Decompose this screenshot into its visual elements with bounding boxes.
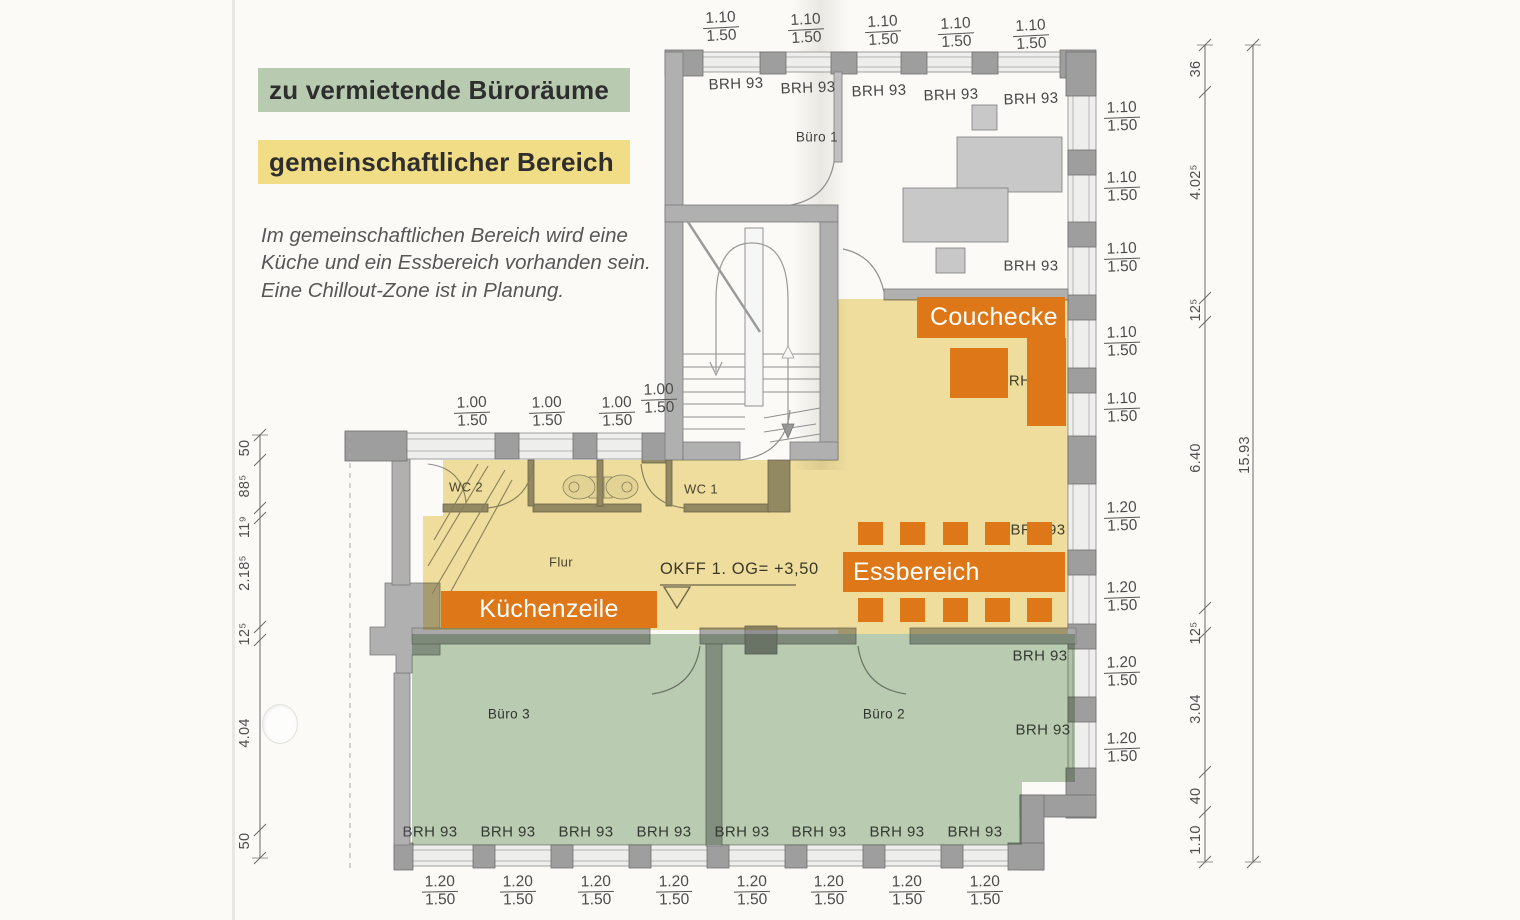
dim-left: 50 [237, 439, 253, 457]
dim-right: 3.04 [1188, 694, 1204, 724]
dim-left: 11⁹ [237, 515, 253, 539]
legend-offices: zu vermietende Büroräume [258, 68, 630, 112]
kitchen-area-tag: Küchenzeile [441, 591, 657, 628]
office-tint-buero2-lower [710, 782, 1022, 845]
office-tint-buero3 [412, 634, 710, 845]
dining-chair [985, 598, 1010, 622]
note-line: Küche und ein Essbereich vorhanden sein. [261, 251, 651, 275]
office-tint-buero2-upper [710, 634, 1075, 782]
dim-left: 2.18⁵ [237, 555, 253, 591]
dim-right-total: 15.93 [1237, 436, 1253, 474]
dining-chair [1027, 598, 1052, 622]
legend-note: Im gemeinschaftlichen Bereich wird eine … [261, 222, 661, 304]
note-line: Im gemeinschaftlichen Bereich wird eine [261, 224, 628, 247]
dining-chair [943, 522, 968, 545]
room-label-buero1: Büro 1 [795, 129, 839, 145]
dining-chair [900, 522, 925, 545]
dim-left: 50 [237, 832, 253, 850]
dim-right: 12⁵ [1188, 298, 1204, 322]
dim-left: 88⁵ [237, 474, 253, 498]
dining-chair [858, 598, 883, 622]
dim-right: 1.10 [1188, 825, 1204, 855]
legend-offices-label: zu vermietende Büroräume [269, 74, 610, 105]
dim-right: 12⁵ [1188, 621, 1204, 645]
dim-right: 40 [1188, 787, 1204, 805]
coffee-table [950, 348, 1008, 398]
dining-chair [858, 522, 883, 545]
dining-chair [985, 522, 1010, 545]
sill-label: BRH 93 [851, 81, 907, 101]
hole-punch [262, 704, 298, 744]
sill-label: BRH 93 [780, 78, 836, 98]
sill-label: BRH 93 [708, 74, 764, 94]
sill-label: BRH 93 [1003, 257, 1059, 275]
dim-right: 4.02⁵ [1188, 164, 1204, 200]
note-line: Eine Chillout-Zone ist in Planung. [261, 278, 565, 302]
dining-chair [943, 598, 968, 622]
couch-area-tag: Couchecke [917, 297, 1065, 338]
sill-label: BRH 93 [1003, 89, 1059, 109]
sill-label: BRH 93 [923, 85, 979, 105]
dim-right: 36 [1188, 60, 1204, 78]
dim-left: 12⁵ [237, 622, 253, 646]
common-area-tint-wc [443, 460, 838, 516]
dining-chair [900, 598, 925, 622]
dining-area-tag: Essbereich [843, 552, 1065, 592]
legend-common-area: gemeinschaftlicher Bereich [258, 140, 630, 184]
dim-left: 4.04 [237, 718, 253, 748]
paper-edge [232, 0, 235, 920]
legend-common-label: gemeinschaftlicher Bereich [269, 146, 614, 177]
dining-chair [1027, 522, 1052, 545]
dim-right: 6.40 [1188, 443, 1204, 473]
couch-seat [1027, 338, 1066, 426]
